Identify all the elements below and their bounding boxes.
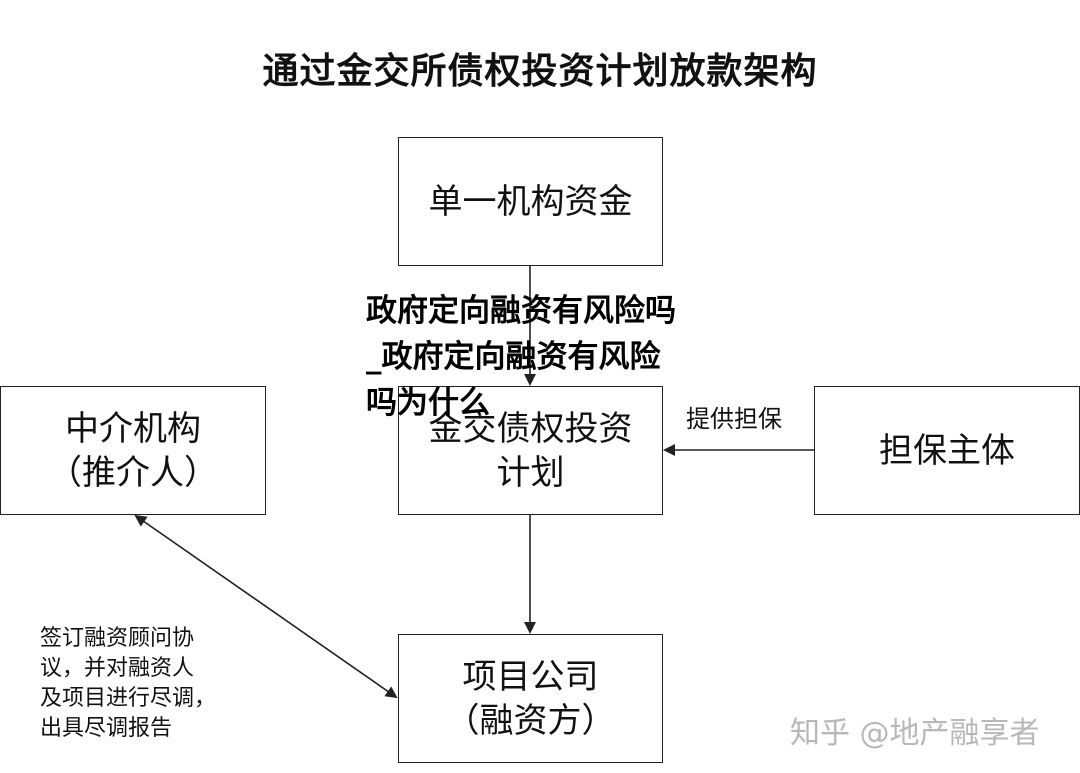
- node-debt-investment-plan: 金交债权投资 计划: [398, 386, 663, 515]
- node-project-company: 项目公司 （融资方）: [398, 634, 663, 763]
- overlay-line: 吗为什么: [366, 385, 490, 421]
- label-line: 议，并对融资人: [40, 656, 195, 681]
- node-label: （融资方）: [445, 700, 616, 741]
- node-label: 中介机构: [65, 408, 201, 449]
- node-label: 计划: [496, 452, 565, 493]
- node-label: 金交债权投资: [428, 408, 633, 449]
- watermark: 知乎 @地产融享者: [790, 716, 1040, 751]
- label-line: 出具尽调报告: [40, 716, 173, 741]
- label-line: 及项目进行尽调，: [40, 686, 217, 711]
- arrow-agency-project: [134, 514, 398, 699]
- overlay-line: 政府定向融资有风险吗: [366, 293, 676, 329]
- overlay-line: _政府定向融资有风险: [366, 339, 661, 375]
- node-single-institution-funds: 单一机构资金: [398, 137, 663, 266]
- node-label: 项目公司: [462, 656, 599, 697]
- label-line: 签订融资顾问协: [40, 626, 195, 651]
- edge-label-advisory-agreement: 签订融资顾问协 议，并对融资人 及项目进行尽调， 出具尽调报告: [40, 624, 240, 744]
- node-label: 担保主体: [879, 430, 1015, 471]
- overlay-headline-text: 政府定向融资有风险吗 _政府定向融资有风险 吗为什么: [366, 288, 726, 426]
- node-label: 单一机构资金: [428, 181, 633, 222]
- diagram-title: 通过金交所债权投资计划放款架构: [262, 51, 818, 92]
- node-label: （推介人）: [48, 452, 218, 493]
- node-guarantor: 担保主体: [814, 386, 1080, 515]
- edge-label-guarantee: 提供担保: [686, 405, 782, 433]
- node-intermediary-agency: 中介机构 （推介人）: [0, 386, 266, 515]
